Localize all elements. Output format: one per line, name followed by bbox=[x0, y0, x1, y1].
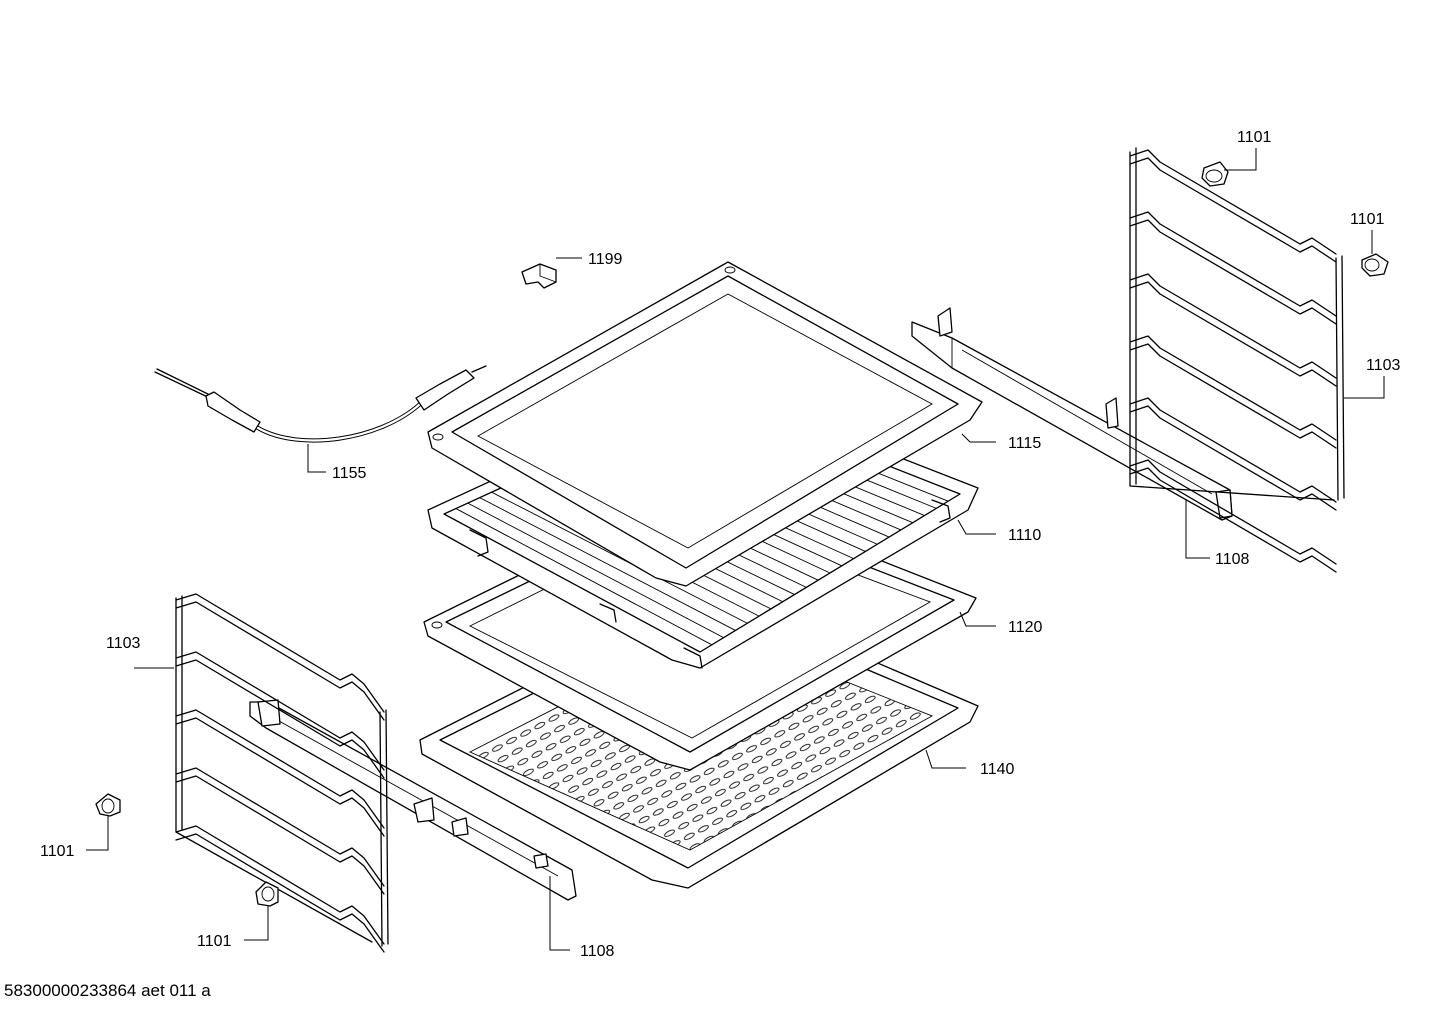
meat-probe-1155 bbox=[154, 365, 487, 473]
rack-rung bbox=[175, 601, 385, 721]
rack-rung bbox=[1129, 397, 1337, 503]
rack-bar bbox=[455, 508, 713, 646]
shelf-rack-right-1103 bbox=[1129, 147, 1385, 573]
label-1103-left: 1103 bbox=[106, 635, 141, 652]
rack-bar bbox=[479, 497, 736, 631]
label-1115: 1115 bbox=[1008, 435, 1041, 452]
rack-rung bbox=[175, 709, 385, 829]
rack-rung bbox=[1129, 335, 1337, 441]
rack-rung bbox=[175, 717, 385, 837]
label-1140: 1140 bbox=[980, 761, 1015, 778]
rack-bar bbox=[467, 502, 724, 639]
rack-rung bbox=[175, 767, 385, 887]
label-1110: 1110 bbox=[1008, 527, 1041, 544]
telescopic-rail-right-1108 bbox=[911, 307, 1233, 559]
label-1101-right: 1101 bbox=[1350, 211, 1385, 228]
rack-rung bbox=[175, 825, 385, 945]
rack-rung bbox=[1129, 343, 1337, 449]
label-1101-left: 1101 bbox=[40, 843, 75, 860]
clip-1199 bbox=[521, 257, 582, 289]
rack-rung bbox=[175, 659, 385, 779]
clip-1101-right bbox=[1361, 230, 1389, 277]
rack-rung bbox=[1129, 149, 1337, 255]
clip-1101-top bbox=[1201, 148, 1257, 187]
left-rack-rungs bbox=[175, 593, 385, 953]
rack-rung bbox=[1129, 467, 1337, 573]
rack-bar bbox=[491, 491, 748, 624]
rack-rung bbox=[1129, 405, 1337, 511]
label-1108-left: 1108 bbox=[580, 943, 615, 960]
baking-tray-1115 bbox=[427, 261, 983, 587]
label-1101-top: 1101 bbox=[1237, 129, 1272, 146]
rack-rung bbox=[175, 651, 385, 771]
label-1108-right: 1108 bbox=[1215, 551, 1250, 568]
clip-1101-left bbox=[86, 793, 121, 851]
rack-rung bbox=[1129, 459, 1337, 565]
rack-rung bbox=[1129, 273, 1337, 379]
rack-rung bbox=[175, 833, 385, 953]
document-id: 58300000233864 aet 011 a bbox=[4, 981, 211, 1000]
label-1101-bottom: 1101 bbox=[197, 933, 232, 950]
rack-rung bbox=[175, 593, 385, 713]
rack-rung bbox=[1129, 281, 1337, 387]
label-1199: 1199 bbox=[588, 251, 623, 268]
label-1103-right: 1103 bbox=[1366, 357, 1401, 374]
rack-rung bbox=[1129, 157, 1337, 263]
clip-1101-bottom bbox=[244, 881, 279, 941]
label-1120: 1120 bbox=[1008, 619, 1043, 636]
rack-rung bbox=[175, 775, 385, 895]
label-1155: 1155 bbox=[332, 465, 367, 482]
shelf-rack-left-1103 bbox=[134, 593, 389, 953]
right-rack-rungs bbox=[1129, 149, 1337, 573]
rack-rung bbox=[1129, 219, 1337, 325]
rack-rung bbox=[1129, 211, 1337, 317]
